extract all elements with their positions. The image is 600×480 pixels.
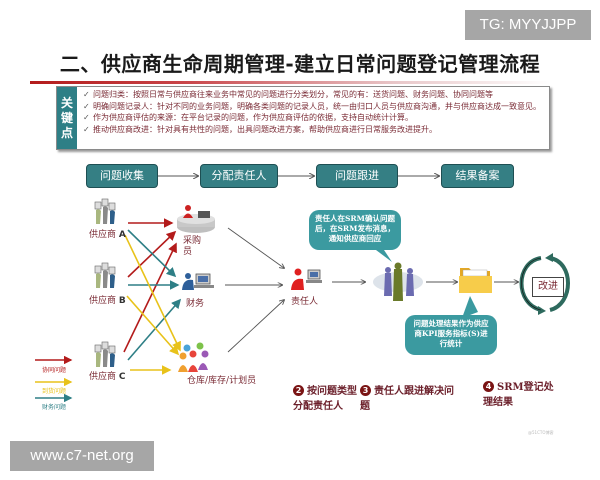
keypoint-item: 明确问题记录人：针对不同的业务问题，明确各类问题的记录人员，统一由归口人员与供应… bbox=[83, 101, 549, 113]
keypoints-panel: 关 键 点 问题归类：按照日常与供应商往来业务中常见的问题进行分类划分，常见的有… bbox=[56, 86, 550, 150]
supplier-letter: B bbox=[118, 296, 126, 306]
keypoint-item: 作为供应商评估的来源：在平台记录的问题，作为供应商评估的依据，支持自动统计计算。 bbox=[83, 112, 549, 124]
step-note-text: SRM登记处理结果 bbox=[483, 382, 554, 408]
supplier-letter: C bbox=[118, 372, 126, 382]
purchaser-icon bbox=[177, 205, 215, 233]
finance-label: 财务 bbox=[186, 299, 205, 309]
legend-arrows bbox=[35, 355, 73, 403]
keypoints-tag-char: 关 bbox=[60, 95, 73, 110]
step-number-badge: 4 bbox=[483, 381, 494, 392]
keypoint-item: 问题归类：按照日常与供应商往来业务中常见的问题进行分类划分，常见的有：送货问题、… bbox=[83, 89, 549, 101]
title-underline bbox=[30, 81, 550, 84]
supplier-name: 供应商 bbox=[89, 230, 117, 240]
supplier-c-label: 供应商 C bbox=[89, 369, 126, 382]
supplier-b-icon bbox=[94, 262, 116, 288]
watermark-url: www.c7-net.org bbox=[10, 441, 154, 471]
step-issue-followup: 问题跟进 bbox=[316, 164, 398, 188]
step-note-text: 按问题类型分配责任人 bbox=[293, 386, 357, 412]
keypoints-tag-char: 键 bbox=[60, 110, 73, 125]
issue-flow-arrows bbox=[123, 218, 182, 375]
owner-label: 责任人 bbox=[291, 297, 319, 307]
legend-delivery: 到货问题 bbox=[42, 388, 67, 395]
supplier-a-label: 供应商 A bbox=[89, 227, 126, 240]
step-number-badge: 2 bbox=[293, 385, 304, 396]
keypoints-tag: 关 键 点 bbox=[57, 87, 77, 149]
supplier-name: 供应商 bbox=[89, 372, 117, 382]
keypoints-tag-char: 点 bbox=[60, 125, 73, 140]
kpi-stats-bubble: 问题处理结果作为供应商KPI服务指标(S)进行统计 bbox=[405, 315, 497, 355]
bubble-tail-kpi bbox=[462, 296, 478, 318]
improvement-cycle-icon bbox=[519, 253, 570, 315]
supplier-letter: A bbox=[118, 230, 126, 240]
legend-coordination: 协同问题 bbox=[42, 367, 67, 374]
step-number-badge: 3 bbox=[360, 385, 371, 396]
page-title: 二、供应商生命周期管理-建立日常问题登记管理流程 bbox=[59, 52, 541, 76]
watermark-tg: TG: MYYJJPP bbox=[465, 10, 591, 40]
team-icon bbox=[373, 262, 423, 301]
supplier-a-icon bbox=[94, 198, 116, 224]
keypoint-item: 推动供应商改进：针对具有共性的问题，出具问题改进方案，帮助供应商进行日常服务改进… bbox=[83, 124, 549, 136]
warehouse-group-icon bbox=[178, 342, 209, 372]
step-issue-collection: 问题收集 bbox=[86, 164, 158, 188]
srm-confirm-bubble: 责任人在SRM确认问题后，在SRM发布消息，通知供应商回应 bbox=[309, 210, 401, 250]
credit-text: @51CTO博客 bbox=[528, 430, 554, 435]
warehouse-label: 仓库/库存/计划员 bbox=[187, 376, 257, 386]
bubble-tail-srm bbox=[372, 247, 392, 262]
step-note-text: 责任人跟进解决问题 bbox=[360, 386, 454, 412]
improve-label: 改进 bbox=[532, 277, 564, 297]
purchaser-label: 采购员 bbox=[183, 236, 202, 257]
legend-finance: 财务问题 bbox=[42, 404, 67, 411]
step-assign-owner: 分配责任人 bbox=[200, 164, 278, 188]
folder-icon bbox=[459, 268, 492, 293]
supplier-b-label: 供应商 B bbox=[89, 293, 126, 306]
keypoints-list: 问题归类：按照日常与供应商往来业务中常见的问题进行分类划分，常见的有：送货问题、… bbox=[83, 89, 549, 135]
step-result-filing: 结果备案 bbox=[441, 164, 514, 188]
finance-icon bbox=[182, 273, 214, 290]
owner-icon bbox=[291, 268, 322, 290]
converge-arrows bbox=[225, 227, 284, 353]
supplier-name: 供应商 bbox=[89, 296, 117, 306]
supplier-c-icon bbox=[94, 341, 116, 367]
